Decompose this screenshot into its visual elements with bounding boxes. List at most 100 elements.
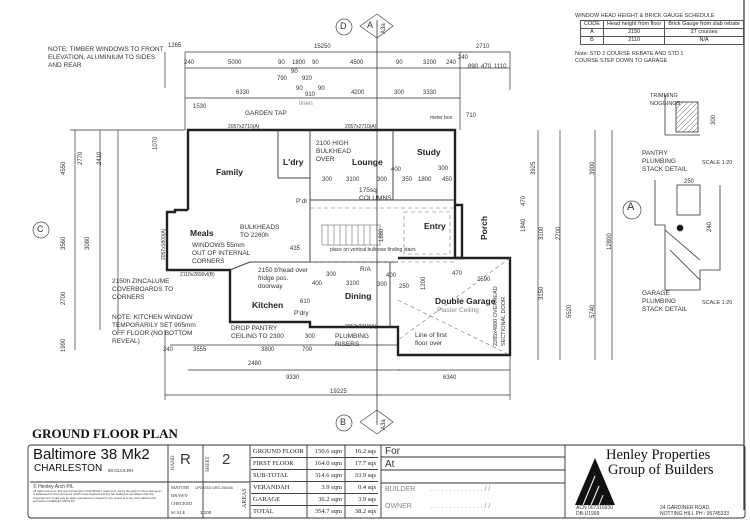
schedule-cell: A <box>580 28 604 37</box>
dim: 90 <box>296 86 303 92</box>
dim: 700 <box>302 347 313 353</box>
dim: 90 <box>291 69 298 75</box>
note-garden-tap: GARDEN TAP <box>245 110 287 117</box>
window-tag: 2057x2710(A) <box>345 124 377 130</box>
areas-label: AREAS <box>242 488 248 508</box>
copyright-text: All rights reserved - this set of drawin… <box>33 489 162 504</box>
note-pantry-ceiling: DROP PANTRY CEILING TO 2300 <box>231 325 284 340</box>
dim: 1840 <box>521 218 527 232</box>
dim: 250 <box>684 179 695 185</box>
dim: 790 <box>277 76 288 82</box>
dim: 890 <box>468 64 479 70</box>
dim: 3555 <box>193 347 207 353</box>
dim: 1110 <box>494 64 507 70</box>
area-sqs: 16.2 sqs <box>344 446 378 458</box>
dim: 2410 <box>97 151 103 165</box>
dim: 350 <box>402 177 413 183</box>
company-name-line2: Group of Builders <box>608 462 714 478</box>
dim: 3925 <box>531 161 537 175</box>
checked-label: CHECKED <box>171 501 193 506</box>
drawn-label: DRAWN <box>171 493 188 498</box>
section-marker-b: B <box>340 417 347 427</box>
area-sqm: 150.6 sqm <box>307 446 344 458</box>
room-lounge: Lounge <box>352 157 383 167</box>
note-sectional-door: 2285x4800 OVERHEAD SECTIONAL DOOR <box>493 286 507 346</box>
window-tag: 2057x2710(A) <box>345 324 377 330</box>
henley-logo <box>575 458 615 505</box>
dim: 3800 <box>261 347 275 353</box>
dim: 2480 <box>248 361 262 367</box>
note-bulkheads: BULKHEADS TO 2260h <box>240 224 280 239</box>
note-meter-box: meter box <box>430 115 453 121</box>
area-name: SUB-TOTAL <box>251 469 307 482</box>
garage-stack-label: GARAGE PLUMBING STACK DETAIL <box>642 290 688 313</box>
area-sqm: 354.7 sqm <box>314 508 342 515</box>
schedule-header: CODE <box>580 20 604 29</box>
dim: 470 <box>521 195 527 206</box>
company-acn: ACN 007316930 <box>576 505 613 511</box>
pantry-stack-label: PANTRY PLUMBING STACK DETAIL <box>642 150 688 173</box>
dim: 90 <box>312 60 319 66</box>
facade-code: 90.013.8.RH <box>108 468 134 473</box>
dim: 3080 <box>85 236 91 250</box>
dim: 1990 <box>61 338 67 352</box>
area-sqm: 314.6 sqm <box>307 469 344 482</box>
dim: 5000 <box>228 60 242 66</box>
dim: 240 <box>163 347 174 353</box>
dim: 4500 <box>350 60 364 66</box>
note-stair: place on vertical bullnose finding stair… <box>330 247 416 253</box>
plan-title: GROUND FLOOR PLAN <box>32 426 178 441</box>
dim: 3100 <box>346 177 360 183</box>
dim: 90 <box>318 86 325 92</box>
dim: 400 <box>312 281 323 287</box>
dim: 3100 <box>346 281 360 287</box>
dim: 3100 <box>539 226 545 240</box>
dim: 435 <box>290 246 301 252</box>
dim: 300 <box>305 334 316 340</box>
dim: 2590 <box>477 277 491 283</box>
dim: 300 <box>377 282 388 288</box>
section-marker-a3a-bottom: A3a <box>381 419 387 430</box>
dim: 1800 <box>292 60 306 66</box>
dim: 5520 <box>567 304 573 318</box>
facade-name: CHARLESTON <box>34 463 103 474</box>
section-marker-a: A <box>367 20 374 30</box>
dim: 300 <box>438 166 449 172</box>
dim: 240 <box>707 221 713 232</box>
room-entry: Entry <box>424 221 446 231</box>
dim: 300 <box>377 177 388 183</box>
dim: 300 <box>326 272 337 278</box>
dim: 6340 <box>443 375 457 381</box>
dim: 4550 <box>61 161 67 175</box>
area-name: FIRST FLOOR <box>251 457 307 470</box>
detail-marker-a: A <box>627 201 635 213</box>
schedule-cell: 27 courses <box>664 28 744 37</box>
dim: 1200 <box>421 276 427 290</box>
dim: 4200 <box>351 90 365 96</box>
dim: 450 <box>442 177 453 183</box>
scale-label: SCALE <box>171 510 186 515</box>
dim: 1530 <box>193 104 207 110</box>
dim: 3560 <box>61 236 67 250</box>
sheet-label: SHEET <box>206 456 211 472</box>
dim: 3150 <box>539 286 545 300</box>
note-zincalume: 2150h ZINCALUME COVERBOARDS TO CORNERS <box>112 278 174 301</box>
builder-signature-line[interactable]: . . . . . . . . . . . . . . / / <box>430 486 491 493</box>
room-double-garage: Double Garage <box>435 296 496 306</box>
room-laundry: L'dry <box>283 157 304 167</box>
area-name: TOTAL <box>253 508 274 515</box>
company-name-line1: Henley Properties <box>606 447 711 463</box>
dim: 6330 <box>236 90 250 96</box>
note-fridge: 2150 b'head over fridge pos. doorway <box>258 267 309 290</box>
room-family: Family <box>216 167 243 177</box>
owner-signature-line[interactable]: . . . . . . . . . . . . . . / / <box>430 503 491 510</box>
scale-value: 1:100 <box>200 510 212 515</box>
company-address-1: 24 GARDINER ROAD, <box>660 505 711 511</box>
dim: 470 <box>481 64 492 70</box>
note-kitchen-window: NOTE: KITCHEN WINDOW TEMPORARILY SET 905… <box>112 314 196 345</box>
dim: 470 <box>452 271 463 277</box>
schedule-title: WINDOW HEAD HEIGHT & BRICK GAUGE SCHEDUL… <box>575 13 715 19</box>
dim: 910 <box>305 92 316 98</box>
schedule-note: Note: STD 2 COURSE REBATE AND STD 1 COUR… <box>575 51 684 64</box>
